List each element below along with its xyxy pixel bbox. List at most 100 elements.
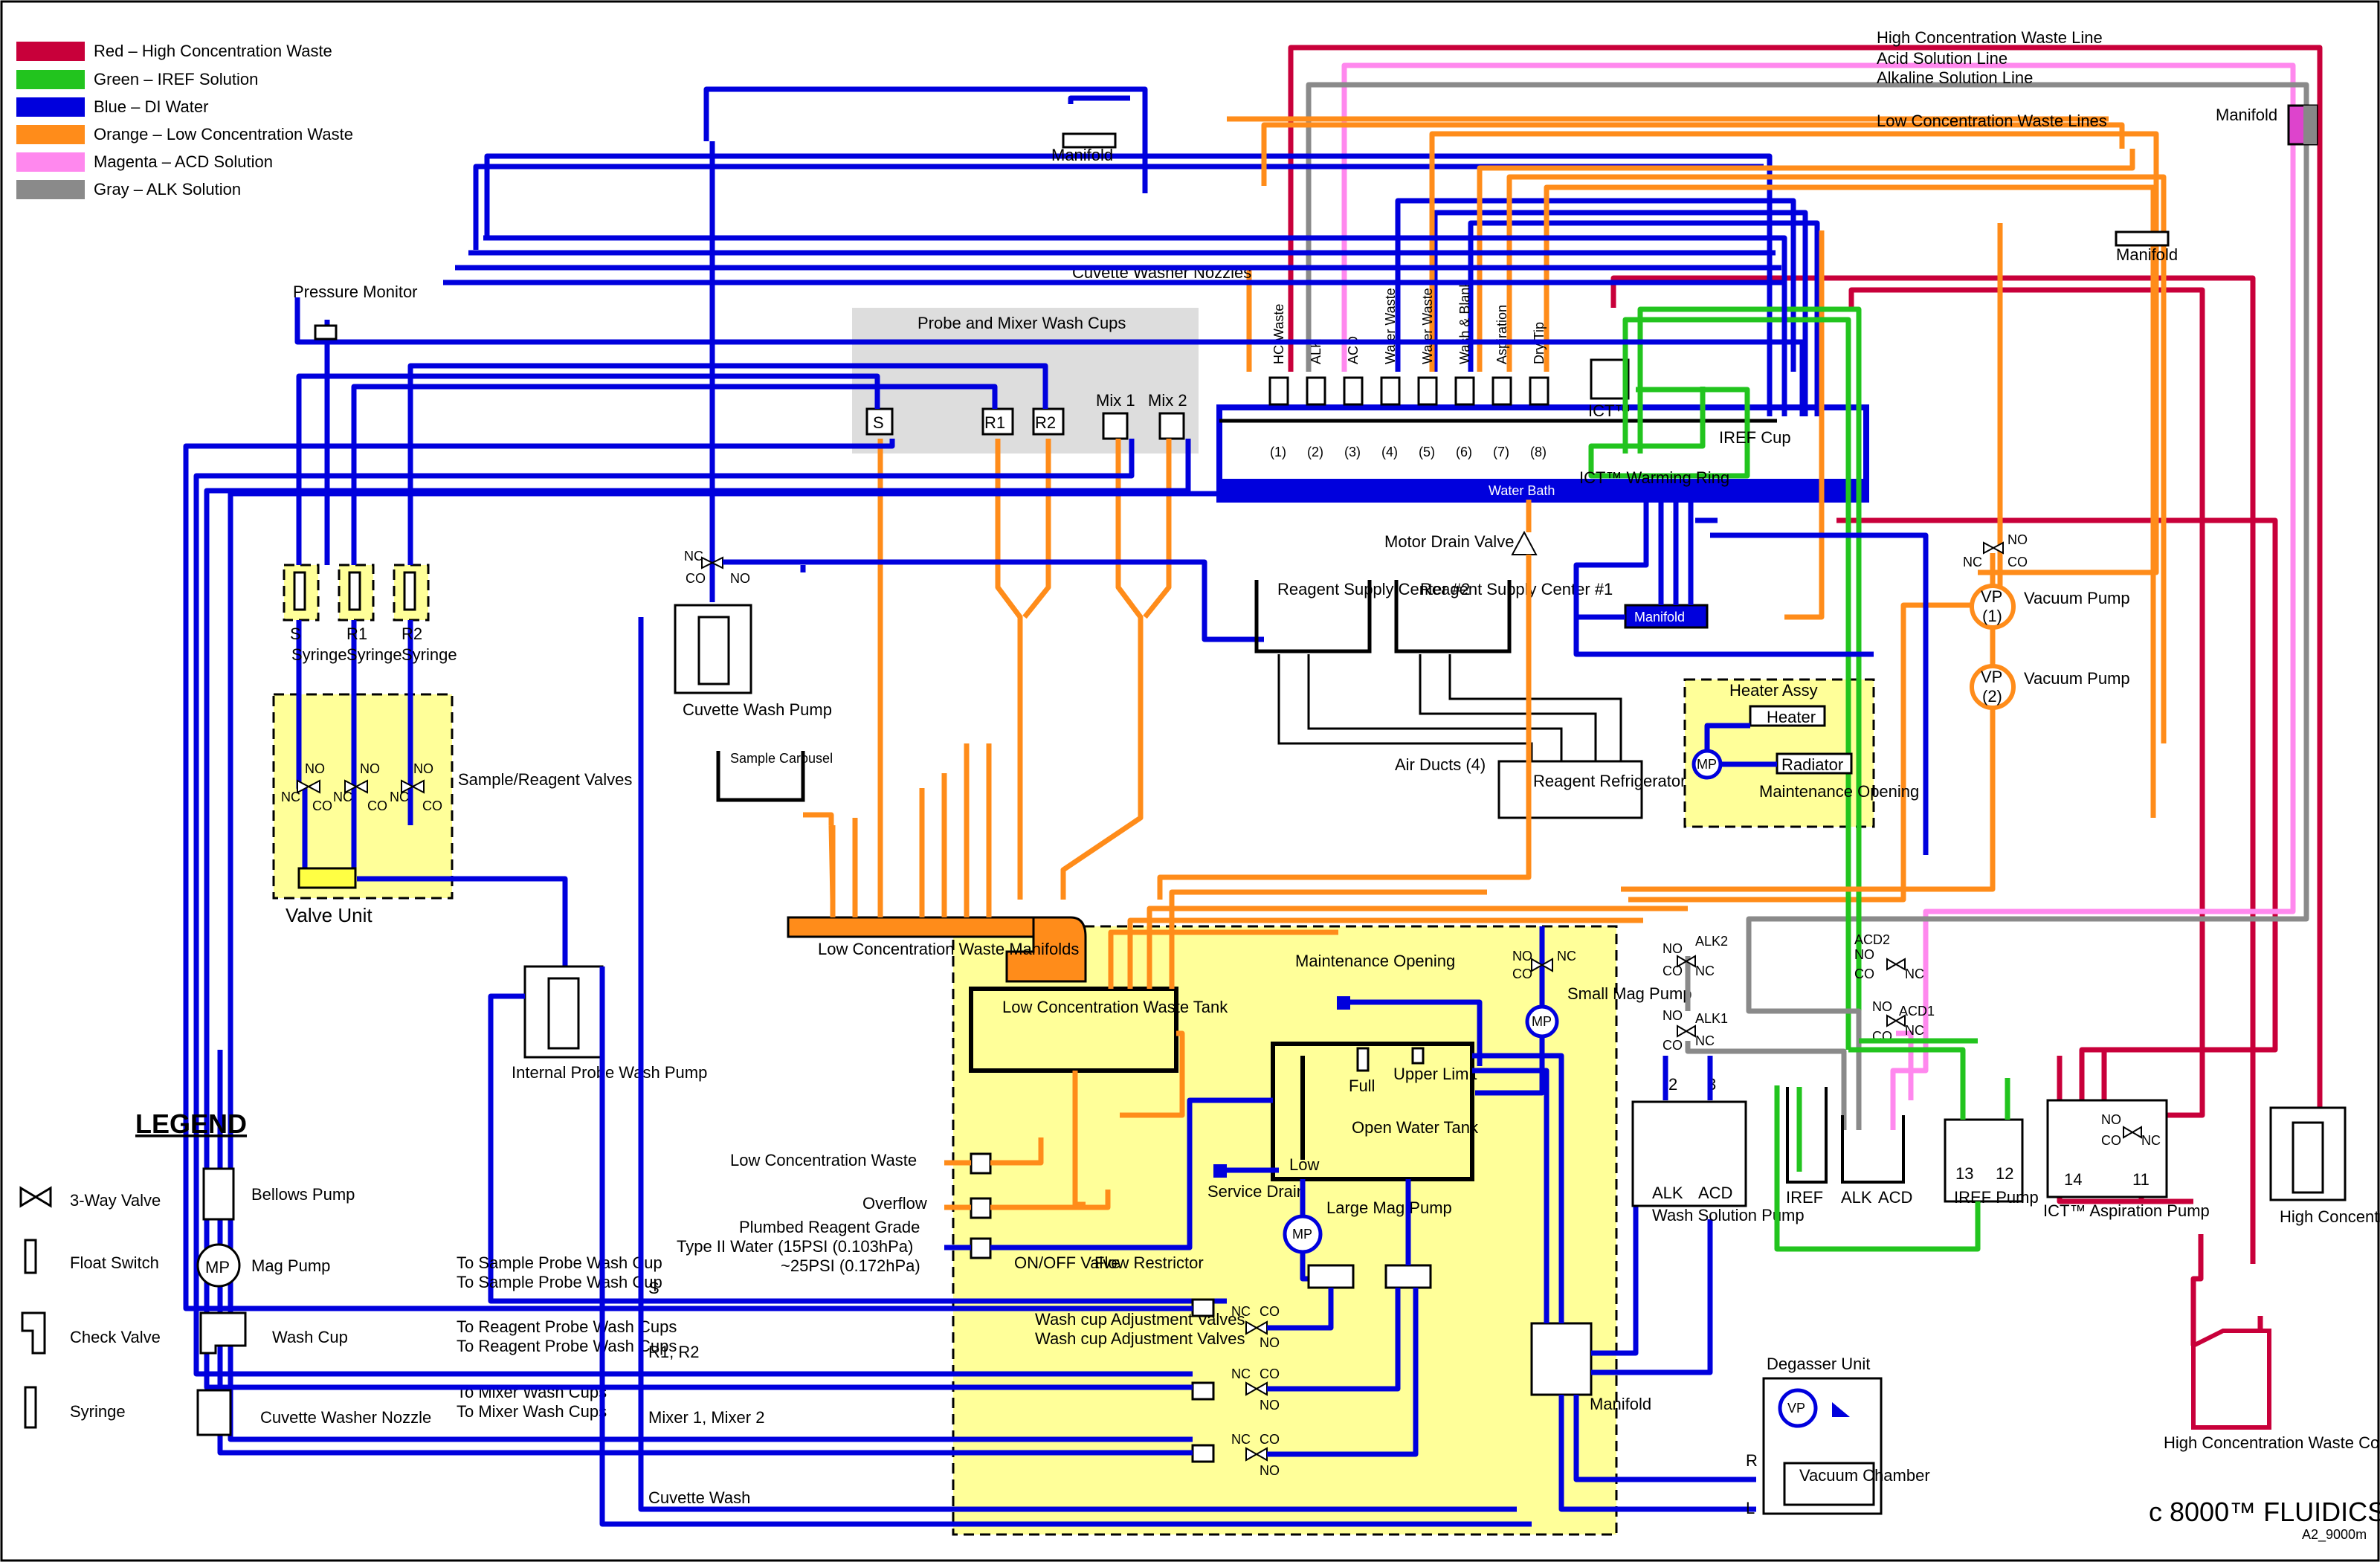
- mag-pump-icon: [196, 1243, 241, 1288]
- svg-text:CO: CO: [367, 798, 387, 813]
- svg-text:High Concentration Waste Conta: High Concentration Waste Container: [2164, 1433, 2380, 1452]
- three-way-valve-icon: [1531, 958, 1553, 972]
- radiator: [1776, 752, 1853, 775]
- svg-text:MP: MP: [1292, 1227, 1312, 1242]
- cuvette-washer-nozzle-icon: [1380, 376, 1401, 406]
- cuvette-washer-nozzle-icon: [1491, 376, 1512, 406]
- svg-text:NC: NC: [1905, 966, 1924, 981]
- manifold-center-lines: [1573, 500, 1929, 855]
- svg-text:Vacuum Pump: Vacuum Pump: [2024, 589, 2130, 607]
- svg-text:Vacuum Chamber: Vacuum Chamber: [1799, 1466, 1930, 1485]
- svg-text:CO: CO: [1260, 1366, 1280, 1381]
- internal-probe-wash-pump: Internal Probe Wash Pump: [488, 965, 1227, 1304]
- svg-text:Reagent Supply Center #2: Reagent Supply Center #2: [1277, 580, 1470, 598]
- svg-text:Reagent Supply Center #1: Reagent Supply Center #1: [1420, 580, 1613, 598]
- svg-text:NC: NC: [1231, 1366, 1251, 1381]
- nozzle-number: (1): [1270, 445, 1286, 459]
- maintenance-opening-2-label: Maintenance Opening: [1295, 952, 1455, 970]
- color-swatch-blue: [16, 97, 85, 117]
- svg-text:NC: NC: [281, 790, 300, 804]
- vacuum-chamber: [1783, 1462, 1875, 1506]
- svg-text:NO: NO: [1663, 1008, 1683, 1023]
- alkaline-solution-line-label: Alkaline Solution Line: [1877, 68, 2033, 87]
- iref-pump: 13 12 IREF Pump: [1774, 1038, 2039, 1252]
- manifold-far-right-label: Manifold: [2216, 106, 2277, 124]
- check-valve-icon: [21, 1311, 46, 1355]
- iref-cup-label: IREF Cup: [1719, 428, 1791, 447]
- ict-sensor: [1590, 358, 1630, 400]
- wash-cup-s: [865, 407, 894, 436]
- low-conc-waste-label: Low Concentration Waste: [730, 1151, 917, 1169]
- svg-text:Manifold: Manifold: [1590, 1395, 1651, 1413]
- svg-text:Type II Water (15PSI (0.103hPa: Type II Water (15PSI (0.103hPa): [677, 1237, 913, 1256]
- wash-solution-pump: 2 3 ALK ACD Wash Solution Pump: [1631, 1056, 1805, 1224]
- svg-text:Float Switch: Float Switch: [70, 1253, 159, 1272]
- three-way-valve-icon: [1511, 530, 1538, 555]
- heater: [1749, 705, 1826, 727]
- svg-text:MP: MP: [205, 1258, 230, 1277]
- svg-text:Cuvette Washer Nozzle: Cuvette Washer Nozzle: [260, 1408, 431, 1427]
- color-swatch-red: [16, 42, 85, 61]
- water-bath-label: Water Bath: [1489, 483, 1555, 498]
- svg-text:NC: NC: [1695, 1033, 1715, 1048]
- svg-text:NC: NC: [333, 790, 352, 804]
- svg-text:S: S: [648, 1279, 660, 1297]
- wash-cup-r1: [981, 407, 1014, 436]
- svg-text:CO: CO: [312, 798, 332, 813]
- svg-text:NC: NC: [1557, 949, 1576, 964]
- svg-text:Heater: Heater: [1767, 708, 1816, 726]
- syringes: S R1 R2 Syringe Syringe Syringe: [290, 571, 457, 664]
- color-swatch-magenta: [16, 152, 85, 172]
- ict-aspiration-pump: 14 11 ICT™ Aspiration Pump NO CO NC: [2043, 1099, 2210, 1220]
- service-drain: [1213, 1164, 1227, 1178]
- svg-text:CO: CO: [2007, 555, 2028, 569]
- svg-text:Low Concentration Waste Manifo: Low Concentration Waste Manifolds: [818, 940, 1079, 958]
- three-way-valve-icon: [401, 779, 425, 794]
- acid-solution-line-label: Acid Solution Line: [1877, 49, 2007, 68]
- svg-text:Sample Carousel: Sample Carousel: [730, 751, 833, 766]
- manifold-center: [1624, 604, 1709, 629]
- three-way-valve-icon: [1245, 1320, 1268, 1335]
- svg-text:Degasser Unit: Degasser Unit: [1767, 1355, 1870, 1373]
- svg-text:NO: NO: [305, 761, 325, 776]
- svg-text:Wash Cup: Wash Cup: [272, 1328, 348, 1346]
- cuvette-washer-nozzle-icon: [1529, 376, 1549, 406]
- valve-unit-label: Valve Unit: [286, 904, 373, 926]
- service-drain-label: Service Drain: [1207, 1182, 1306, 1201]
- syringe-icon: [24, 1386, 37, 1429]
- legend-title: LEGEND: [135, 1108, 247, 1139]
- three-way-valve-icon: [1677, 955, 1696, 968]
- low-conc-waste-lines-label: Low Concentration Waste Lines: [1877, 112, 2107, 130]
- svg-text:CO: CO: [1512, 966, 1532, 981]
- bellows-pump-icon: [547, 977, 580, 1050]
- solution-containers: IREF ALK ACD: [1786, 1087, 1912, 1207]
- wash-cups: S R1 R2 Mix 1 Mix 2: [865, 391, 1187, 440]
- svg-text:VP: VP: [1787, 1401, 1805, 1416]
- svg-text:(1): (1): [1982, 607, 2002, 625]
- svg-text:NO: NO: [1512, 949, 1532, 964]
- doc-code: A2_9000m: [2302, 1527, 2367, 1543]
- wash-cup-adjustment-valves: Wash cup Adjustment Valves Wash cup Adju…: [1035, 1179, 1432, 1478]
- pressure-monitor-label: Pressure Monitor: [293, 283, 418, 301]
- three-way-valve-icon: [344, 779, 368, 794]
- wash-cup-mix1: [1102, 412, 1129, 440]
- svg-text:High Concentration Waste Pump: High Concentration Waste Pump: [2280, 1207, 2380, 1226]
- syringe-r1: [348, 571, 361, 611]
- svg-text:12: 12: [1996, 1164, 2013, 1183]
- svg-text:R1, R2: R1, R2: [648, 1343, 699, 1361]
- svg-text:MP: MP: [1532, 1014, 1552, 1029]
- svg-text:R: R: [1746, 1451, 1758, 1470]
- three-way-valve-icon: [1677, 1024, 1696, 1038]
- svg-text:Mix 2: Mix 2: [1148, 391, 1187, 410]
- cuvette-washer-nozzle-icon: [1417, 376, 1438, 406]
- svg-text:CO: CO: [2101, 1133, 2121, 1148]
- svg-text:ACD2: ACD2: [1854, 932, 1890, 947]
- svg-text:To Sample Probe Wash Cup: To Sample Probe Wash Cup: [457, 1273, 662, 1291]
- svg-text:NC: NC: [1231, 1304, 1251, 1319]
- svg-text:~25PSI (0.172hPa): ~25PSI (0.172hPa): [781, 1256, 920, 1275]
- svg-text:R2: R2: [401, 625, 422, 643]
- svg-text:MP: MP: [1697, 757, 1717, 772]
- motor-drain-valve-label: Motor Drain Valve: [1384, 532, 1514, 551]
- svg-text:Cuvette Wash: Cuvette Wash: [648, 1488, 750, 1507]
